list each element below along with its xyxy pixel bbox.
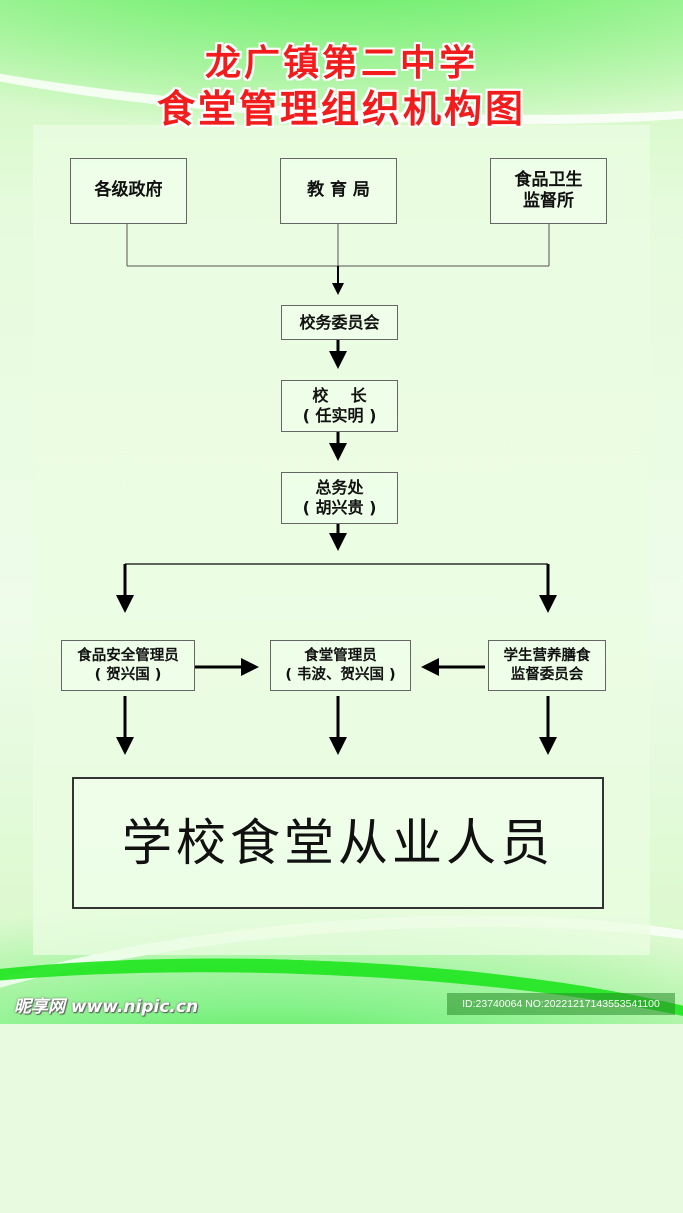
watermark-id: ID:23740064 NO:20221217143553541100	[447, 993, 675, 1015]
node-label: 监督所	[523, 191, 574, 211]
connector-lines	[116, 224, 557, 755]
node-label: 教 育 局	[307, 180, 370, 201]
node-label: 总务处	[315, 478, 364, 497]
node-canteen-manager[interactable]: 食堂管理员 ( 韦波、贺兴国 )	[270, 640, 411, 691]
node-school-affairs-committee[interactable]: 校务委员会	[281, 305, 398, 340]
title-chart: 食堂管理组织机构图	[156, 87, 526, 131]
node-label: 食堂管理员	[304, 648, 377, 665]
node-label: 学生营养膳食	[503, 648, 591, 665]
node-label: 校务委员会	[299, 312, 380, 332]
node-government[interactable]: 各级政府	[70, 158, 187, 224]
node-food-hygiene-supervision[interactable]: 食品卫生 监督所	[490, 158, 607, 224]
node-person: ( 任实明 )	[302, 406, 377, 425]
node-label: 监督委员会	[510, 666, 584, 683]
node-label: 各级政府	[94, 180, 163, 201]
node-general-affairs[interactable]: 总务处 ( 胡兴贵 )	[281, 472, 398, 524]
node-label: 食品安全管理员	[77, 648, 179, 665]
node-label: 校 长	[312, 386, 367, 405]
node-label: 食品卫生	[514, 169, 583, 190]
node-person: ( 胡兴贵 )	[302, 498, 377, 517]
watermark-site: 昵享网 www.nipic.cn	[14, 997, 199, 1017]
node-label: 学校食堂从业人员	[122, 813, 554, 872]
node-principal[interactable]: 校 长 ( 任实明 )	[281, 380, 398, 432]
node-food-safety-manager[interactable]: 食品安全管理员 ( 贺兴国 )	[61, 640, 195, 691]
node-nutrition-supervision-committee[interactable]: 学生营养膳食 监督委员会	[488, 640, 606, 691]
node-education-bureau[interactable]: 教 育 局	[280, 158, 397, 224]
node-person: ( 韦波、贺兴国 )	[285, 666, 396, 683]
node-canteen-staff[interactable]: 学校食堂从业人员	[72, 777, 604, 909]
title-school: 龙广镇第二中学	[204, 43, 478, 84]
node-person: ( 贺兴国 )	[94, 666, 162, 683]
